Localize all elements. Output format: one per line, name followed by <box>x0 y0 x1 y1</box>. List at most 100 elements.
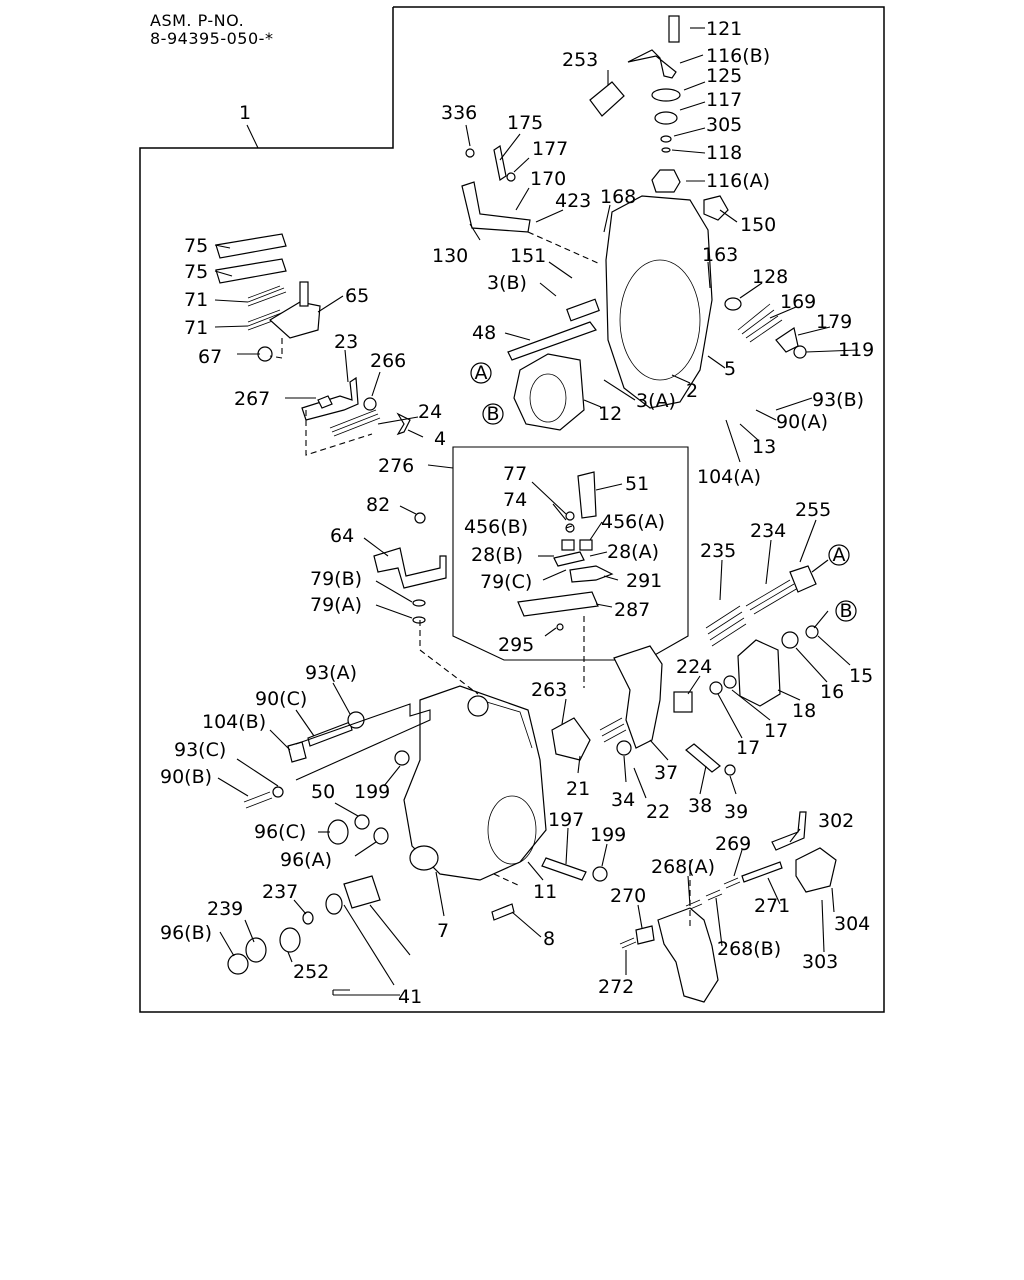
part-label: 177 <box>532 138 568 160</box>
part-label: 197 <box>548 809 584 831</box>
part-label: 11 <box>533 881 557 903</box>
part-label: 90(C) <box>255 688 307 710</box>
part-label: 150 <box>740 214 776 236</box>
part-label: 276 <box>378 455 414 477</box>
part-label: 51 <box>625 473 649 495</box>
part-label: 253 <box>562 49 598 71</box>
part-label: 272 <box>598 976 634 998</box>
part-label: 287 <box>614 599 650 621</box>
part-label: 263 <box>531 679 567 701</box>
part-label: 302 <box>818 810 854 832</box>
part-label: 456(A) <box>601 511 665 533</box>
part-label: 121 <box>706 18 742 40</box>
part-label: 64 <box>330 525 354 547</box>
part-label: 67 <box>198 346 222 368</box>
part-label: 93(B) <box>812 389 864 411</box>
part-label: 77 <box>503 463 527 485</box>
part-label: 17 <box>764 720 788 742</box>
part-label: 291 <box>626 570 662 592</box>
part-label: 175 <box>507 112 543 134</box>
part-label: 224 <box>676 656 712 678</box>
part-label: 336 <box>441 102 477 124</box>
assembly-part-number: 8-94395-050-* <box>150 29 274 48</box>
part-label: 24 <box>418 401 442 423</box>
part-label: 255 <box>795 499 831 521</box>
part-label: 79(C) <box>480 571 532 593</box>
part-label: 1 <box>239 102 251 124</box>
part-label: 199 <box>354 781 390 803</box>
assembly-header: ASM. P-NO. 8-94395-050-* <box>150 12 273 48</box>
callout-a-text: A <box>833 544 846 566</box>
part-label: 119 <box>838 339 874 361</box>
part-label: 28(A) <box>607 541 659 563</box>
part-label: 303 <box>802 951 838 973</box>
part-label: 130 <box>432 245 468 267</box>
part-label: 93(C) <box>174 739 226 761</box>
part-label: 71 <box>184 289 208 311</box>
part-label: 456(B) <box>464 516 528 538</box>
leader-lines <box>214 27 859 996</box>
part-label: 116(A) <box>706 170 770 192</box>
part-label: 116(B) <box>706 45 770 67</box>
callout-a-text: A <box>475 362 488 384</box>
part-label: 199 <box>590 824 626 846</box>
part-label: 93(A) <box>305 662 357 684</box>
part-label: 8 <box>543 928 555 950</box>
part-label: 16 <box>820 681 844 703</box>
part-label: 18 <box>792 700 816 722</box>
parts-geometry <box>215 15 837 1003</box>
part-label: 90(B) <box>160 766 212 788</box>
part-label: 423 <box>555 190 591 212</box>
part-label: 75 <box>184 235 208 257</box>
part-label: 7 <box>437 920 449 942</box>
callout-a-right: A <box>828 544 850 566</box>
part-label: 21 <box>566 778 590 800</box>
callout-b-text: B <box>839 600 852 622</box>
part-label: 104(B) <box>202 711 266 733</box>
part-label: 239 <box>207 898 243 920</box>
part-label: 28(B) <box>471 544 523 566</box>
part-label: 125 <box>706 65 742 87</box>
part-label: 34 <box>611 789 635 811</box>
part-label: 37 <box>654 762 678 784</box>
part-label: 17 <box>736 737 760 759</box>
part-label: 234 <box>750 520 786 542</box>
part-label: 15 <box>849 665 873 687</box>
part-label: 151 <box>510 245 546 267</box>
part-label: 4 <box>434 428 446 450</box>
part-label: 3(A) <box>636 390 676 412</box>
part-label: 74 <box>503 489 527 511</box>
part-label: 295 <box>498 634 534 656</box>
part-label: 128 <box>752 266 788 288</box>
part-label: 12 <box>598 403 622 425</box>
diagram-frame <box>139 6 885 1013</box>
part-label: 90(A) <box>776 411 828 433</box>
part-label: 266 <box>370 350 406 372</box>
part-label: 23 <box>334 331 358 353</box>
part-label: 269 <box>715 833 751 855</box>
part-label: 270 <box>610 885 646 907</box>
part-label: 5 <box>724 358 736 380</box>
part-label: 3(B) <box>487 272 527 294</box>
part-label: 267 <box>234 388 270 410</box>
part-label: 2 <box>686 380 698 402</box>
part-label: 96(C) <box>254 821 306 843</box>
part-label: 82 <box>366 494 390 516</box>
part-label: 48 <box>472 322 496 344</box>
callout-a-left: A <box>470 362 492 384</box>
assembly-part-number-label: ASM. P-NO. <box>150 11 245 30</box>
part-label: 65 <box>345 285 369 307</box>
part-label: 305 <box>706 114 742 136</box>
part-label: 96(B) <box>160 922 212 944</box>
part-label: 252 <box>293 961 329 983</box>
part-label: 117 <box>706 89 742 111</box>
callout-b-right: B <box>835 600 857 622</box>
part-label: 79(A) <box>310 594 362 616</box>
part-label: 268(A) <box>651 856 715 878</box>
part-label: 104(A) <box>697 466 761 488</box>
part-label: 168 <box>600 186 636 208</box>
part-label: 179 <box>816 311 852 333</box>
part-label: 39 <box>724 801 748 823</box>
part-label: 163 <box>702 244 738 266</box>
part-label: 271 <box>754 895 790 917</box>
